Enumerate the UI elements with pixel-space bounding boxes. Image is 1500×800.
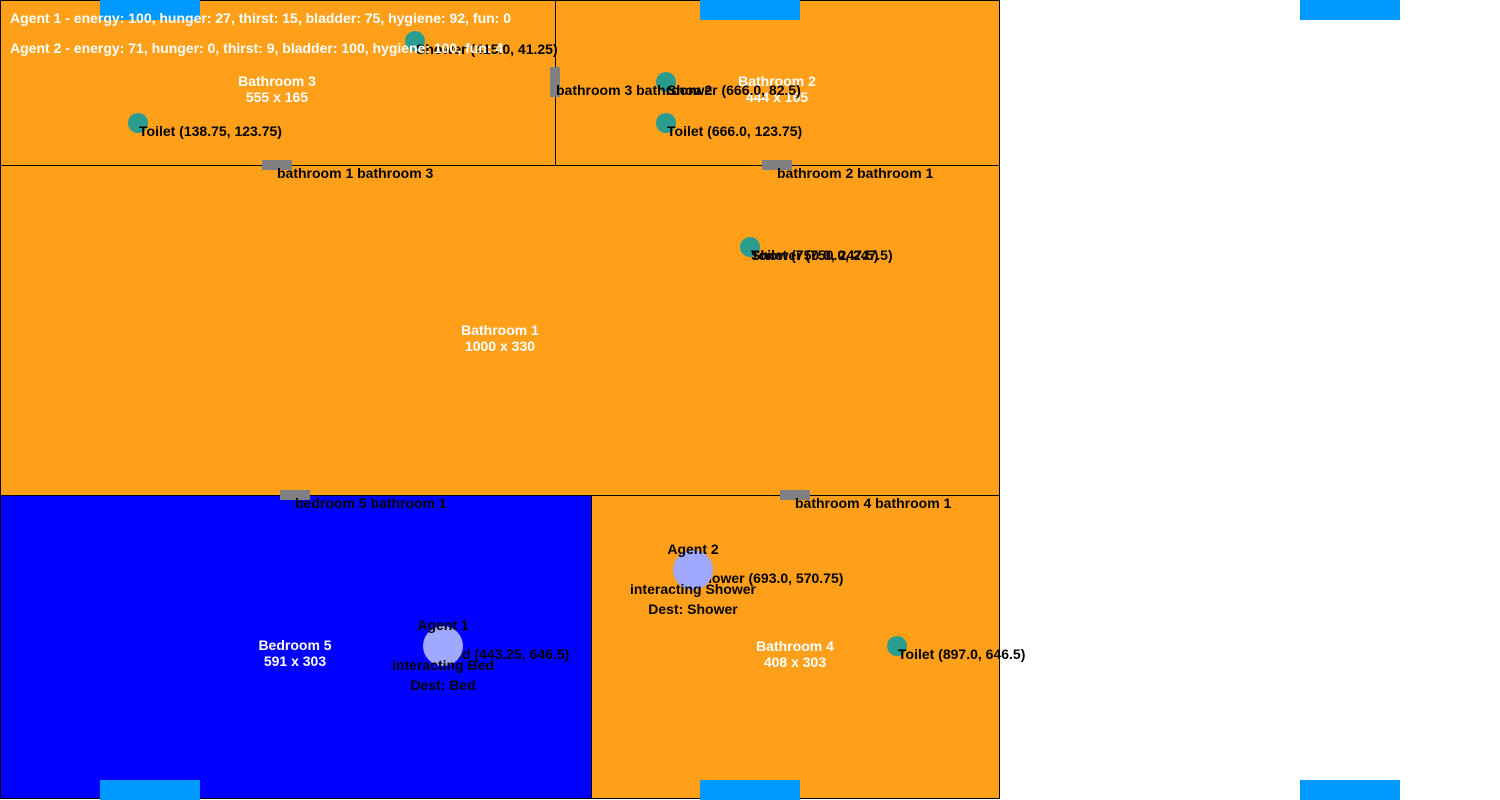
toilet-icon[interactable]	[887, 636, 907, 656]
object-label: Toilet (666.0, 123.75)	[667, 123, 803, 139]
object-label: Toilet (897.0, 646.5)	[898, 646, 1026, 662]
agent-2-name: Agent 2	[667, 541, 719, 557]
agent-2-state: interacting Shower	[629, 581, 757, 597]
room-label-bedroom-5: Bedroom 5 591 x 303	[258, 637, 331, 669]
room-name: Bathroom 2	[738, 73, 816, 89]
toilet-icon[interactable]	[128, 113, 148, 133]
window-top-2	[700, 0, 800, 20]
room-size: 555 x 165	[245, 89, 309, 105]
door-bathroom-3-bathroom-2[interactable]	[550, 67, 560, 97]
door-label: bathroom 1 bathroom 3	[277, 165, 434, 181]
shower-icon[interactable]	[740, 237, 760, 257]
object-label: Shower (666.0, 82.5)	[667, 82, 801, 98]
window-top-1	[100, 0, 200, 20]
room-label-bathroom-2: Bathroom 2 444 x 165	[738, 73, 816, 105]
room-name: Bedroom 5	[258, 637, 332, 653]
shower-icon[interactable]	[405, 31, 425, 51]
object-label: Toilet (750.0, 247.5)	[751, 247, 879, 263]
room-name: Bathroom 4	[756, 638, 834, 654]
room-label-bathroom-3: Bathroom 3 555 x 165	[238, 73, 316, 105]
door-bedroom-5-bathroom-1[interactable]	[280, 490, 310, 500]
object-label: Toilet (138.75, 123.75)	[139, 123, 282, 139]
room-bedroom-5	[0, 495, 592, 799]
agent-1-name: Agent 1	[417, 617, 469, 633]
shower-icon[interactable]	[656, 72, 676, 92]
toilet-icon[interactable]	[656, 113, 676, 133]
door-bathroom-1-bathroom-3[interactable]	[262, 160, 292, 170]
object-label: Shower (750.0, 247.5)	[751, 247, 893, 263]
door-bathroom-2-bathroom-1[interactable]	[762, 160, 792, 170]
room-bathroom-4	[591, 495, 1000, 799]
room-bathroom-3	[0, 0, 556, 166]
door-bathroom-4-bathroom-1[interactable]	[780, 490, 810, 500]
room-size: 1000 x 330	[464, 338, 536, 354]
door-label: bedroom 5 bathroom 1	[295, 495, 447, 511]
room-size: 591 x 303	[263, 653, 327, 669]
window-bottom-2	[700, 780, 800, 800]
window-bottom-3	[1300, 780, 1400, 800]
agent-1-icon[interactable]	[423, 626, 463, 666]
room-size: 408 x 303	[763, 654, 827, 670]
room-label-bathroom-4: Bathroom 4 408 x 303	[756, 638, 834, 670]
agent-1-state: interacting Bed	[392, 657, 494, 673]
door-label: bathroom 4 bathroom 1	[795, 495, 952, 511]
object-label: Shower (693.0, 570.75)	[694, 570, 844, 586]
window-top-3	[1300, 0, 1400, 20]
agent-2-dest: Dest: Shower	[648, 601, 738, 617]
agent-1-status: Agent 1 - energy: 100, hunger: 27, thirs…	[10, 10, 512, 26]
door-label: bathroom 2 bathroom 1	[777, 165, 934, 181]
room-label-bathroom-1: Bathroom 1 1000 x 330	[461, 322, 539, 354]
object-label: Bed (443.25, 646.5)	[444, 646, 570, 662]
room-name: Bathroom 1	[461, 322, 539, 338]
room-bathroom-2	[555, 0, 1000, 166]
agent-2-icon[interactable]	[673, 550, 713, 590]
agent-1-dest: Dest: Bed	[410, 677, 476, 693]
door-label: bathroom 3 bathroom 2	[556, 82, 713, 98]
window-bottom-1	[100, 780, 200, 800]
object-label: Shower (415.0, 41.25)	[416, 41, 558, 57]
room-size: 444 x 165	[745, 89, 809, 105]
agent-2-status: Agent 2 - energy: 71, hunger: 0, thirst:…	[10, 40, 504, 56]
room-name: Bathroom 3	[238, 73, 316, 89]
